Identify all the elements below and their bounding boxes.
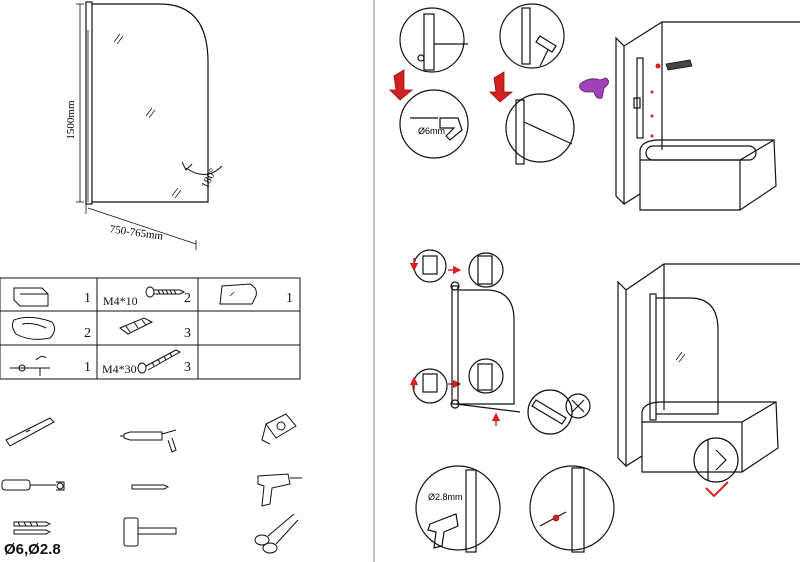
qty-hinge-clip: 1 [84, 360, 91, 375]
step-circle-1 [399, 7, 468, 73]
label-screw-m4x10: M4*10 [103, 294, 138, 308]
screw-circle-bottom [529, 465, 615, 553]
drill-bit-callout-2: Ø2.8mm [428, 492, 463, 502]
glass-panel-assembly [450, 281, 521, 413]
glass-panel-small-icon [219, 283, 257, 305]
panel-width-label: 750-765mm [109, 223, 164, 242]
spirit-level-icon [5, 417, 55, 447]
step-arrow-red-1 [389, 69, 414, 101]
hammer-icon [123, 517, 177, 547]
parts-table [0, 277, 301, 380]
drill-icon [257, 473, 302, 507]
qty-seal-cap: 2 [84, 326, 91, 341]
qty-screw-m4x10: 2 [184, 291, 191, 306]
panel-height-label: 1500mm [65, 100, 77, 140]
profile-detail-bottom [412, 358, 504, 404]
screw-m4x10-icon [145, 286, 186, 298]
scissors-icon [254, 513, 299, 554]
step-circle-3 [399, 89, 469, 159]
drill-bit-top-icon [665, 59, 693, 71]
screw-red-bottom [552, 514, 560, 522]
bathroom-scene-top [615, 21, 800, 211]
silicone-blob-icon [579, 77, 609, 99]
bathroom-scene-bottom [617, 263, 800, 473]
checkmark-icon [705, 481, 729, 498]
silicone-gun-icon [120, 429, 177, 453]
seal-detail [527, 389, 573, 435]
step-arrow-red-2 [489, 71, 514, 103]
scissors-detail [565, 393, 591, 419]
qty-wall-profile: 1 [84, 291, 91, 306]
drill-circle-bottom [415, 465, 501, 553]
step-circle-2 [499, 3, 565, 69]
drill-bits-icon [13, 521, 52, 535]
hinge-clip-icon [10, 355, 50, 376]
wall-plug-icon [119, 317, 154, 335]
seal-cap-icon [11, 316, 56, 340]
red-arrows-mid [409, 258, 501, 426]
panel-dimension-drawing [76, 1, 223, 250]
qty-glass-panel: 1 [286, 291, 293, 306]
seal-check-detail [693, 437, 739, 483]
qty-wall-plug: 3 [184, 326, 191, 341]
drill-bit-callout-1: Ø6mm [418, 126, 445, 136]
label-screw-m4x30: M4*30 [102, 362, 137, 376]
screw-m4x30-icon [137, 349, 182, 374]
screwdriver-icon [1, 479, 65, 491]
wall-profile-icon [13, 287, 49, 307]
qty-screw-m4x30: 3 [184, 360, 191, 375]
step-circle-4 [505, 93, 575, 165]
drill-sizes-label: Ø6,Ø2.8 [4, 541, 61, 558]
wall-marks [650, 63, 661, 138]
pencil-icon [131, 484, 170, 490]
tape-measure-icon [261, 413, 297, 445]
profile-detail-top [413, 249, 504, 288]
